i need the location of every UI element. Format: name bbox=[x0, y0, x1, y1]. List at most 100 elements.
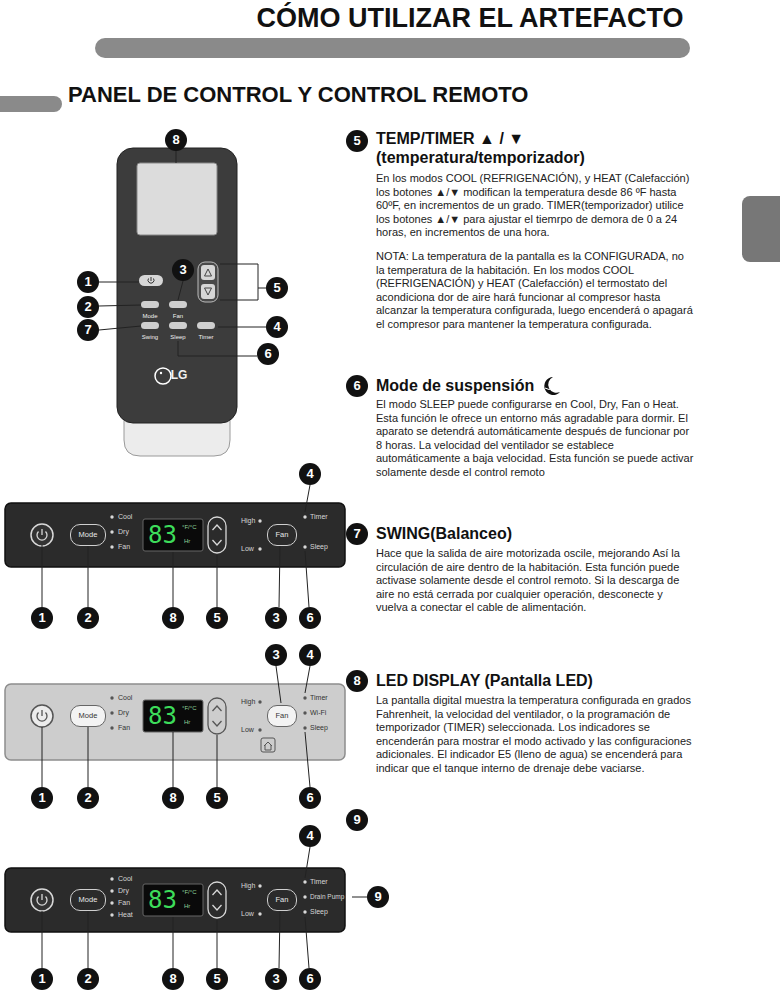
smart-icon-frame bbox=[261, 738, 275, 752]
indicator-label: Dry bbox=[118, 887, 129, 895]
feature-heading: TEMP/TIMER ▲ / ▼ (temperatura/temporizad… bbox=[376, 129, 606, 167]
callout-number: 2 bbox=[77, 296, 99, 318]
leader-line bbox=[42, 727, 43, 787]
indicator-dot bbox=[303, 696, 306, 699]
remote-body bbox=[117, 148, 237, 423]
indicator-label: Sleep bbox=[310, 908, 328, 916]
remote-button bbox=[169, 322, 187, 329]
leader-line bbox=[217, 555, 218, 607]
control-panel bbox=[5, 503, 345, 567]
leader-line bbox=[42, 545, 43, 607]
remote-button bbox=[169, 301, 187, 308]
callout-number: 3 bbox=[265, 644, 287, 666]
indicator-label: Cool bbox=[118, 513, 132, 521]
indicator-label: Heat bbox=[118, 911, 133, 919]
callout-number: 5 bbox=[346, 130, 368, 152]
indicator-dot bbox=[303, 711, 306, 714]
display-digits: 83 bbox=[148, 888, 177, 912]
callout-circle bbox=[162, 607, 184, 629]
display-unit: °F/°C bbox=[182, 705, 196, 712]
brand-logo: LG bbox=[171, 369, 188, 383]
callout-number: 4 bbox=[299, 825, 321, 847]
leader-line bbox=[305, 666, 310, 693]
display-digits: 83 bbox=[148, 523, 177, 547]
led-display bbox=[143, 519, 203, 551]
callout-circle bbox=[299, 644, 321, 666]
leader-line bbox=[352, 897, 367, 898]
indicator-label: Low bbox=[241, 545, 254, 553]
control-panel bbox=[5, 868, 345, 932]
button-label: Mode bbox=[79, 896, 98, 905]
callout-number: 2 bbox=[77, 787, 99, 809]
leader-line bbox=[279, 911, 280, 968]
indicator-dot bbox=[110, 545, 113, 548]
leader-line bbox=[305, 917, 309, 968]
panel-face bbox=[5, 503, 345, 567]
callout-number: 1 bbox=[31, 607, 53, 629]
leader-line bbox=[276, 666, 281, 703]
callout-circle bbox=[206, 787, 228, 809]
indicator-dot bbox=[110, 711, 113, 714]
feature-description: NOTA: La temperatura de la pantalla es l… bbox=[376, 250, 694, 331]
power-button bbox=[31, 705, 53, 727]
callout-circle bbox=[31, 787, 53, 809]
power-symbol bbox=[37, 710, 47, 721]
callout-number: 8 bbox=[346, 670, 368, 692]
indicator-label: Sleep bbox=[170, 334, 185, 341]
indicator-dot bbox=[110, 889, 113, 892]
display-unit: °F/°C bbox=[182, 524, 196, 531]
remote-control: ModeFanSwingSleepTimerLG bbox=[117, 148, 237, 456]
callout-circle bbox=[77, 296, 99, 318]
callout-circle bbox=[172, 259, 194, 281]
indicator-dot bbox=[110, 877, 113, 880]
callout-circle bbox=[266, 277, 288, 299]
indicator-dot bbox=[110, 696, 113, 699]
indicator-dot bbox=[258, 912, 261, 915]
down-triangle bbox=[205, 288, 212, 295]
display-unit: Hr bbox=[184, 719, 190, 726]
indicator-dot bbox=[110, 913, 113, 916]
indicator-label: Cool bbox=[118, 875, 132, 883]
fan-button: Fan bbox=[267, 524, 297, 546]
callout-circle bbox=[162, 968, 184, 990]
callout-number: 6 bbox=[257, 343, 279, 365]
indicator-label: Cool bbox=[118, 694, 132, 702]
callout-number: 6 bbox=[299, 968, 321, 990]
display-unit: Hr bbox=[184, 903, 190, 910]
callout-circle bbox=[206, 968, 228, 990]
callout-circle bbox=[299, 825, 321, 847]
led-display bbox=[143, 884, 203, 916]
callout-circle bbox=[299, 607, 321, 629]
arrow-chevrons bbox=[213, 706, 222, 726]
power-symbol bbox=[37, 894, 47, 905]
indicator-label: Dry bbox=[118, 528, 129, 536]
indicator-label: Fan bbox=[173, 313, 183, 320]
indicator-label: Timer bbox=[310, 694, 328, 702]
callout-circle bbox=[31, 968, 53, 990]
remote-button bbox=[141, 301, 159, 308]
remote-control bbox=[117, 148, 237, 456]
up-triangle bbox=[205, 269, 212, 276]
feature-heading: LED DISPLAY (Pantalla LED) bbox=[376, 671, 676, 690]
callout-number: 8 bbox=[162, 787, 184, 809]
arrow-keys bbox=[208, 698, 226, 734]
leader-line bbox=[99, 282, 139, 283]
feature-description: El modo SLEEP puede configurarse en Cool… bbox=[376, 398, 694, 479]
callout-circle bbox=[265, 644, 287, 666]
title-bar bbox=[95, 38, 690, 58]
callout-number: 3 bbox=[265, 968, 287, 990]
callout-circle bbox=[162, 787, 184, 809]
indicator-label: Low bbox=[241, 910, 254, 918]
display-unit: °F/°C bbox=[182, 889, 196, 896]
arrow-keys bbox=[208, 517, 226, 553]
control-panel: ModeFanCoolDryFan83°F/°CHrHighLowTimerSl… bbox=[5, 503, 345, 567]
callout-number: 2 bbox=[77, 607, 99, 629]
indicator-dot bbox=[303, 515, 306, 518]
callout-number: 1 bbox=[31, 968, 53, 990]
indicator-dot bbox=[258, 519, 261, 522]
callout-circle bbox=[257, 343, 279, 365]
indicator-dot bbox=[258, 884, 261, 887]
indicator-dot bbox=[303, 545, 306, 548]
callout-circle bbox=[165, 129, 187, 151]
